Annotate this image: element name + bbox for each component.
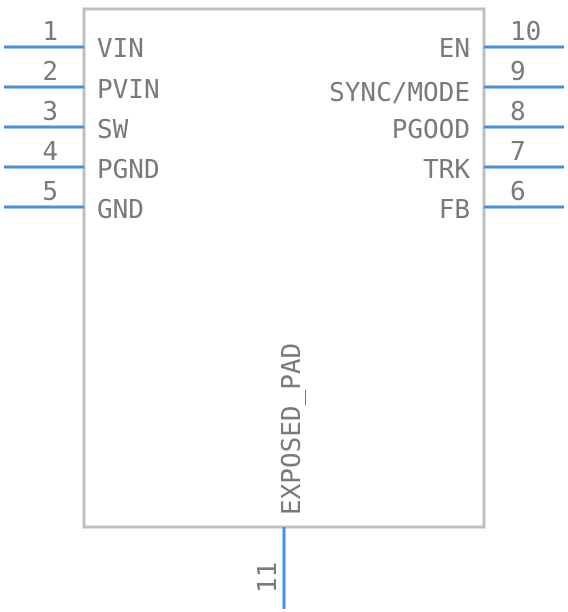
pin-11-number: 11 <box>253 562 283 593</box>
pin-9-name: SYNC/MODE <box>329 78 470 108</box>
pin-2-name: PVIN <box>97 75 160 105</box>
pin-1-number: 1 <box>42 17 58 47</box>
pin-5-number: 5 <box>42 177 58 207</box>
bottom-pin-group: EXPOSED_PAD 11 <box>253 343 307 609</box>
pin-6-name: FB <box>439 195 470 225</box>
right-pin-group: 10 9 8 7 6 EN SYNC/MODE PGOOD TRK FB <box>329 17 564 225</box>
pin-7-number: 7 <box>510 137 526 167</box>
pin-4-number: 4 <box>42 137 58 167</box>
pin-6-number: 6 <box>510 177 526 207</box>
pin-8-name: PGOOD <box>392 115 470 145</box>
pin-7-name: TRK <box>423 155 470 185</box>
pin-3-name: SW <box>97 115 129 145</box>
pin-3-number: 3 <box>42 97 58 127</box>
pin-10-name: EN <box>439 34 470 64</box>
pin-11-name: EXPOSED_PAD <box>277 343 307 515</box>
pin-8-number: 8 <box>510 97 526 127</box>
pin-4-name: PGND <box>97 155 160 185</box>
pin-5-name: GND <box>97 195 144 225</box>
pin-2-number: 2 <box>42 57 58 87</box>
pin-10-number: 10 <box>510 17 541 47</box>
pin-1-name: VIN <box>97 34 144 64</box>
left-pin-group: 1 2 3 4 5 VIN PVIN SW PGND GND <box>4 17 160 225</box>
pin-9-number: 9 <box>510 57 526 87</box>
